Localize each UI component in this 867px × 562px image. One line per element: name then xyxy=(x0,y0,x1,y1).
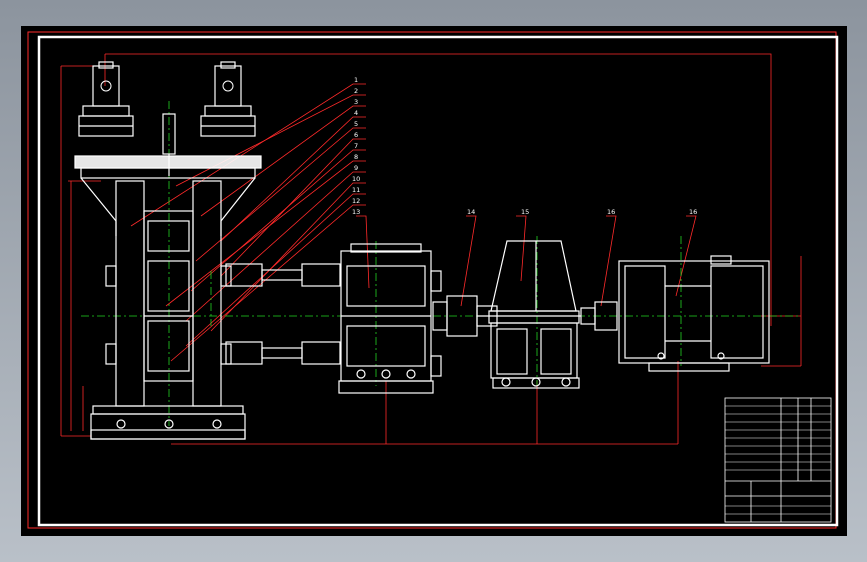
main-motor xyxy=(618,255,770,372)
mill-stand xyxy=(74,61,262,440)
spindles xyxy=(225,263,341,365)
callout-3: 3 xyxy=(354,98,358,106)
dimension-lines xyxy=(60,53,802,445)
callout-9: 9 xyxy=(354,164,358,172)
callout-5: 5 xyxy=(354,120,358,128)
callout-10: 10 xyxy=(352,175,360,183)
housing-post-left xyxy=(115,180,145,407)
title-block-rows xyxy=(725,405,831,515)
callout-14: 14 xyxy=(467,208,475,216)
top-motor-right xyxy=(214,65,242,107)
callout-8: 8 xyxy=(354,153,358,161)
callout-1: 1 xyxy=(354,76,358,84)
mill-base xyxy=(90,413,246,440)
callout-labels: 1 2 3 4 5 6 7 8 9 10 11 12 13 14 15 16 1… xyxy=(352,76,697,216)
top-motor-left xyxy=(92,65,120,107)
callout-11: 11 xyxy=(352,186,360,194)
callout-13: 13 xyxy=(352,208,360,216)
callout-17: 16 xyxy=(689,208,697,216)
callout-7: 7 xyxy=(354,142,358,150)
drawing-sheet: 1 2 3 4 5 6 7 8 9 10 11 12 13 14 15 16 1… xyxy=(21,26,847,536)
cad-drawing: 1 2 3 4 5 6 7 8 9 10 11 12 13 14 15 16 1… xyxy=(27,31,839,529)
reducer xyxy=(477,240,581,389)
callout-4: 4 xyxy=(354,109,358,117)
leader-lines xyxy=(130,83,697,362)
callout-15: 15 xyxy=(521,208,529,216)
pinion-stand xyxy=(338,243,442,394)
callout-12: 12 xyxy=(352,197,360,205)
callout-2: 2 xyxy=(354,87,358,95)
drawing-border xyxy=(37,35,839,527)
outer-trim-frame xyxy=(27,31,837,529)
callout-6: 6 xyxy=(354,131,358,139)
callout-16: 16 xyxy=(607,208,615,216)
title-block xyxy=(724,397,832,523)
coupling-2 xyxy=(580,301,618,331)
